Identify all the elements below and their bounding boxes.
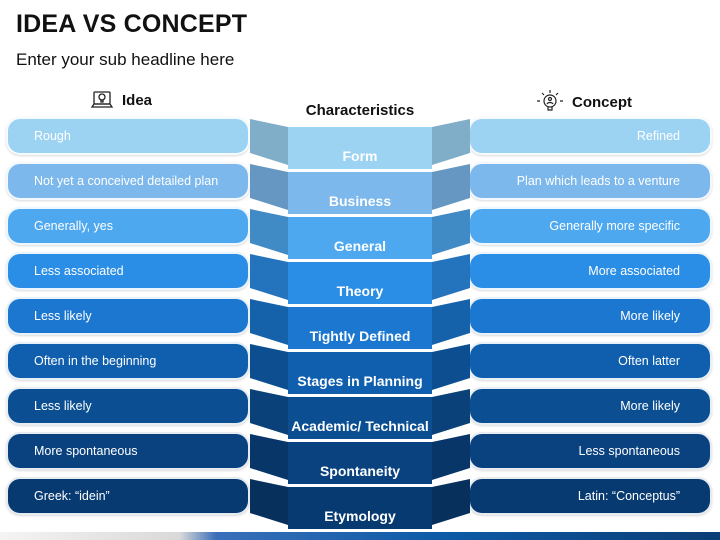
right-connector-wing (432, 209, 470, 255)
idea-cell: Greek: “idein” (6, 477, 250, 515)
idea-column-label: Idea (122, 91, 153, 109)
idea-cell-text: Less associated (34, 264, 124, 278)
characteristic-cell: Etymology (288, 487, 432, 529)
characteristic-cell: Form (288, 127, 432, 169)
characteristic-cell-text: Academic/ Technical (291, 418, 429, 434)
idea-cell-text: More spontaneous (34, 444, 138, 458)
left-connector-wing (250, 389, 288, 435)
concept-lightbulb-icon (536, 88, 564, 116)
concept-cell: Generally more specific (468, 207, 712, 245)
idea-cell: Less associated (6, 252, 250, 290)
footer-bar (0, 532, 720, 540)
left-connector-wing (250, 119, 288, 165)
characteristic-cell-text: Etymology (324, 508, 396, 524)
concept-cell: Refined (468, 117, 712, 155)
characteristic-cell: Stages in Planning (288, 352, 432, 394)
characteristic-cell: Spontaneity (288, 442, 432, 484)
left-connector-wing (250, 344, 288, 390)
concept-cell-text: Latin: “Conceptus” (577, 489, 680, 503)
idea-cell: Rough (6, 117, 250, 155)
right-connector-wing (432, 389, 470, 435)
idea-laptop-bulb-icon (90, 88, 114, 112)
characteristic-cell: General (288, 217, 432, 259)
idea-cell: Less likely (6, 297, 250, 335)
characteristic-cell-text: Spontaneity (319, 463, 401, 479)
right-connector-wing (432, 479, 470, 525)
concept-cell: Plan which leads to a venture (468, 162, 712, 200)
concept-cell-text: More likely (620, 309, 680, 323)
left-connector-wing (250, 434, 288, 480)
characteristic-cell: Business (288, 172, 432, 214)
idea-column-header: Idea (90, 88, 152, 112)
concept-cell-text: Less spontaneous (578, 444, 680, 458)
concept-cell: More likely (468, 387, 712, 425)
right-connector-wing (432, 299, 470, 345)
left-connector-wing (250, 479, 288, 525)
idea-cell-text: Rough (34, 129, 71, 143)
concept-cell: Latin: “Conceptus” (468, 477, 712, 515)
characteristics-column-header: Characteristics (305, 102, 415, 119)
characteristic-cell-text: General (333, 238, 387, 254)
characteristic-cell-text: Theory (336, 283, 384, 299)
idea-cell-text: Often in the beginning (34, 354, 157, 368)
idea-cell: Often in the beginning (6, 342, 250, 380)
left-connector-wing (250, 254, 288, 300)
concept-cell-text: Often latter (618, 354, 680, 368)
characteristic-cell-text: Form (342, 148, 378, 164)
concept-cell: More associated (468, 252, 712, 290)
concept-cell: Less spontaneous (468, 432, 712, 470)
right-connector-wing (432, 119, 470, 165)
characteristic-cell-text: Business (328, 193, 392, 209)
concept-column-header: Concept (536, 88, 632, 116)
concept-cell-text: More likely (620, 399, 680, 413)
concept-cell-text: More associated (588, 264, 680, 278)
concept-cell-text: Plan which leads to a venture (516, 174, 680, 188)
characteristic-cell: Theory (288, 262, 432, 304)
left-connector-wing (250, 209, 288, 255)
idea-cell: Not yet a conceived detailed plan (6, 162, 250, 200)
right-connector-wing (432, 344, 470, 390)
idea-cell-text: Greek: “idein” (34, 489, 110, 503)
concept-cell-text: Generally more specific (549, 219, 680, 233)
left-connector-wing (250, 299, 288, 345)
concept-column-label: Concept (572, 93, 632, 111)
characteristic-cell-text: Stages in Planning (297, 373, 423, 389)
characteristic-cell: Tightly Defined (288, 307, 432, 349)
concept-cell: Often latter (468, 342, 712, 380)
characteristic-cell-text: Tightly Defined (309, 328, 411, 344)
left-connector-wing (250, 164, 288, 210)
idea-cell: Generally, yes (6, 207, 250, 245)
right-connector-wing (432, 164, 470, 210)
characteristic-cell: Academic/ Technical (288, 397, 432, 439)
idea-cell-text: Less likely (34, 399, 92, 413)
page-subtitle: Enter your sub headline here (16, 50, 235, 69)
concept-cell-text: Refined (636, 129, 680, 143)
idea-cell-text: Not yet a conceived detailed plan (34, 174, 219, 188)
idea-cell-text: Less likely (34, 309, 92, 323)
idea-cell: More spontaneous (6, 432, 250, 470)
right-connector-wing (432, 434, 470, 480)
idea-cell: Less likely (6, 387, 250, 425)
concept-cell: More likely (468, 297, 712, 335)
right-connector-wing (432, 254, 470, 300)
idea-cell-text: Generally, yes (34, 219, 113, 233)
page-title: IDEA VS CONCEPT (16, 10, 248, 38)
